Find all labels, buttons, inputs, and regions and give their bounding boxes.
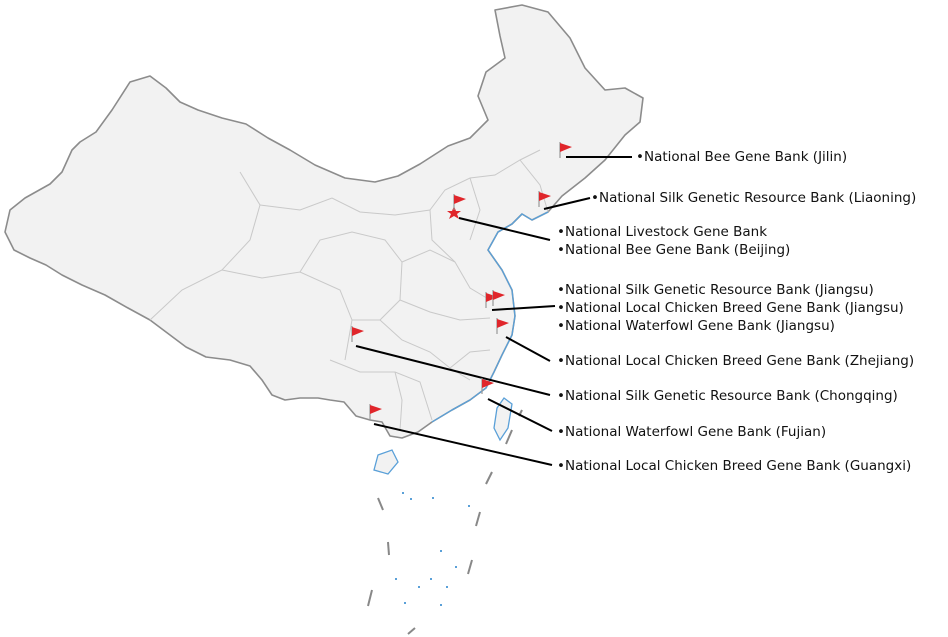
site-flags bbox=[351, 142, 572, 420]
leader-beijing bbox=[458, 217, 551, 241]
label-text: National Bee Gene Bank (Jilin) bbox=[643, 149, 848, 165]
red-flag-icon bbox=[369, 404, 382, 420]
red-flag-icon bbox=[481, 378, 494, 394]
label-line: •National Local Chicken Breed Gene Bank … bbox=[557, 458, 912, 474]
label-text: National Silk Genetic Resource Bank (Cho… bbox=[564, 388, 898, 404]
red-flag-icon bbox=[559, 142, 572, 158]
red-flag-icon bbox=[351, 326, 364, 342]
label-chongqing: •National Silk Genetic Resource Bank (Ch… bbox=[557, 388, 898, 404]
label-line: •National Bee Gene Bank (Jilin) bbox=[636, 149, 848, 165]
leader-fujian bbox=[487, 398, 553, 432]
label-beijing: •National Livestock Gene Bank •National … bbox=[557, 224, 790, 258]
red-flag-icon bbox=[496, 318, 509, 334]
south-sea-islands bbox=[395, 492, 470, 606]
label-text: National Silk Genetic Resource Bank (Jia… bbox=[564, 282, 874, 298]
label-text: National Local Chicken Breed Gene Bank (… bbox=[564, 458, 912, 474]
province-borders bbox=[149, 149, 549, 431]
label-line: •National Waterfowl Gene Bank (Jiangsu) bbox=[557, 318, 835, 334]
label-text: National Local Chicken Breed Gene Bank (… bbox=[564, 353, 915, 369]
label-line: •National Waterfowl Gene Bank (Fujian) bbox=[557, 424, 827, 440]
red-flag-icon bbox=[538, 191, 551, 207]
label-text: National Livestock Gene Bank bbox=[564, 224, 768, 240]
label-line: •National Local Chicken Breed Gene Bank … bbox=[557, 300, 904, 316]
label-text: National Waterfowl Gene Bank (Jiangsu) bbox=[564, 318, 835, 334]
hainan-island bbox=[373, 449, 399, 475]
label-line: •National Livestock Gene Bank bbox=[557, 224, 768, 240]
label-line: •National Bee Gene Bank (Beijing) bbox=[557, 242, 791, 258]
leader-lines bbox=[355, 156, 632, 466]
leader-liaoning bbox=[543, 197, 591, 210]
label-text: National Local Chicken Breed Gene Bank (… bbox=[564, 300, 904, 316]
label-text: National Silk Genetic Resource Bank (Lia… bbox=[598, 190, 917, 206]
label-guangxi: •National Local Chicken Breed Gene Bank … bbox=[557, 458, 911, 474]
red-flag-icon bbox=[453, 194, 466, 210]
label-text: National Bee Gene Bank (Beijing) bbox=[564, 242, 791, 258]
label-liaoning: •National Silk Genetic Resource Bank (Li… bbox=[591, 190, 916, 206]
label-fujian: •National Waterfowl Gene Bank (Fujian) bbox=[557, 424, 826, 440]
nine-dash-line bbox=[367, 409, 523, 635]
label-jilin: •National Bee Gene Bank (Jilin) bbox=[636, 149, 847, 165]
china-outline bbox=[4, 4, 644, 439]
label-line: •National Local Chicken Breed Gene Bank … bbox=[557, 353, 915, 369]
label-line: •National Silk Genetic Resource Bank (Ji… bbox=[557, 282, 874, 298]
leader-jiangsu bbox=[491, 305, 556, 311]
label-zhejiang: •National Local Chicken Breed Gene Bank … bbox=[557, 353, 914, 369]
coastline bbox=[431, 211, 549, 423]
leader-chongqing bbox=[355, 345, 551, 396]
leader-guangxi bbox=[373, 423, 553, 466]
red-flag-icon bbox=[492, 290, 505, 306]
label-line: •National Silk Genetic Resource Bank (Ch… bbox=[557, 388, 898, 404]
label-text: National Waterfowl Gene Bank (Fujian) bbox=[564, 424, 827, 440]
red-flag-icon bbox=[485, 292, 498, 308]
label-line: •National Silk Genetic Resource Bank (Li… bbox=[591, 190, 917, 206]
label-jiangsu: •National Silk Genetic Resource Bank (Ji… bbox=[557, 282, 904, 334]
star-icon bbox=[447, 206, 461, 219]
leader-zhejiang bbox=[505, 336, 551, 362]
